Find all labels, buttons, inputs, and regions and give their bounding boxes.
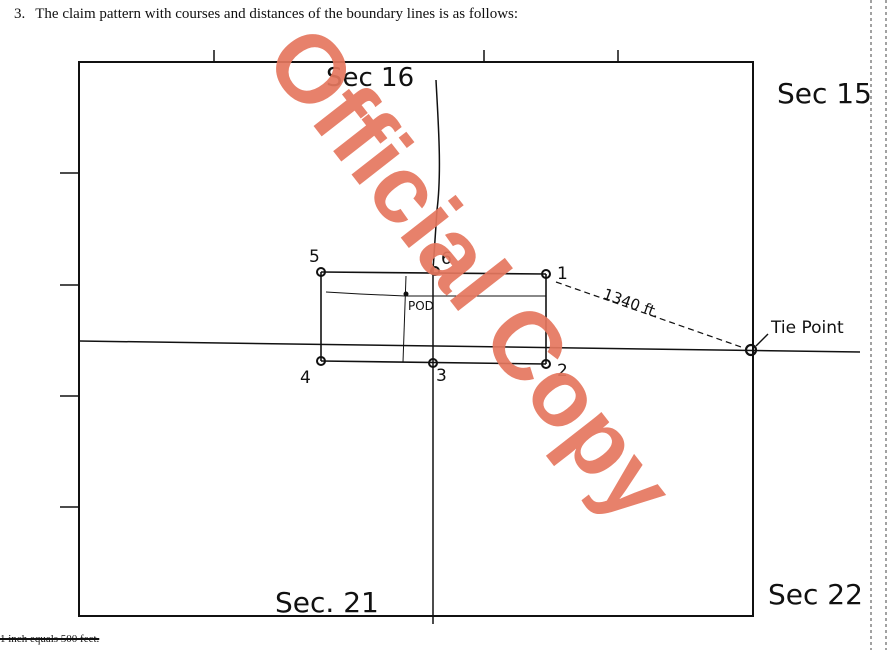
- distance-label: 1340 ft.: [601, 285, 662, 322]
- sec-21-label: Sec. 21: [275, 586, 379, 619]
- plat-frame: [78, 61, 754, 617]
- corner-3-label: 3: [436, 366, 447, 386]
- tie-point-marker: [744, 343, 758, 357]
- claim-boundary: [320, 271, 547, 365]
- pod-line: [402, 275, 407, 363]
- vertical-section-line: [432, 79, 441, 624]
- corner-5-label: 5: [309, 247, 320, 267]
- pod-marker: [403, 291, 409, 297]
- corner-3-marker: [428, 358, 438, 368]
- corner-markers: [316, 266, 551, 369]
- sec-22-label: Sec 22: [768, 578, 863, 611]
- frame-ticks: [60, 50, 619, 508]
- sec-16-label: Sec 16: [326, 63, 414, 93]
- corner-6-label: 6: [441, 249, 452, 269]
- corner-5-marker: [316, 267, 326, 277]
- corner-1-label: 1: [557, 264, 568, 284]
- tie-point-label: Tie Point: [770, 318, 844, 338]
- corner-1-marker: [541, 269, 551, 279]
- heading-text: The claim pattern with courses and dista…: [35, 6, 519, 22]
- tie-point-leader: [755, 333, 769, 347]
- sec-15-label: Sec 15: [777, 77, 872, 110]
- claim-centerline: [325, 291, 546, 297]
- margin-dashes: [870, 0, 887, 650]
- corner-4-marker: [316, 356, 326, 366]
- corner-2-label: 2: [557, 361, 568, 381]
- scale-note: 1 inch equals 500 feet.: [0, 633, 100, 645]
- corner-4-label: 4: [300, 368, 311, 388]
- tie-line: [555, 281, 745, 349]
- corner-2-marker: [541, 359, 551, 369]
- official-copy-watermark: Official Copy: [245, 7, 694, 539]
- heading-number: 3.: [14, 6, 26, 22]
- pod-label: POD: [408, 299, 434, 313]
- horizontal-section-line: [78, 340, 861, 353]
- section-heading: 3. The claim pattern with courses and dis…: [14, 6, 518, 23]
- corner-6-marker: [430, 266, 440, 276]
